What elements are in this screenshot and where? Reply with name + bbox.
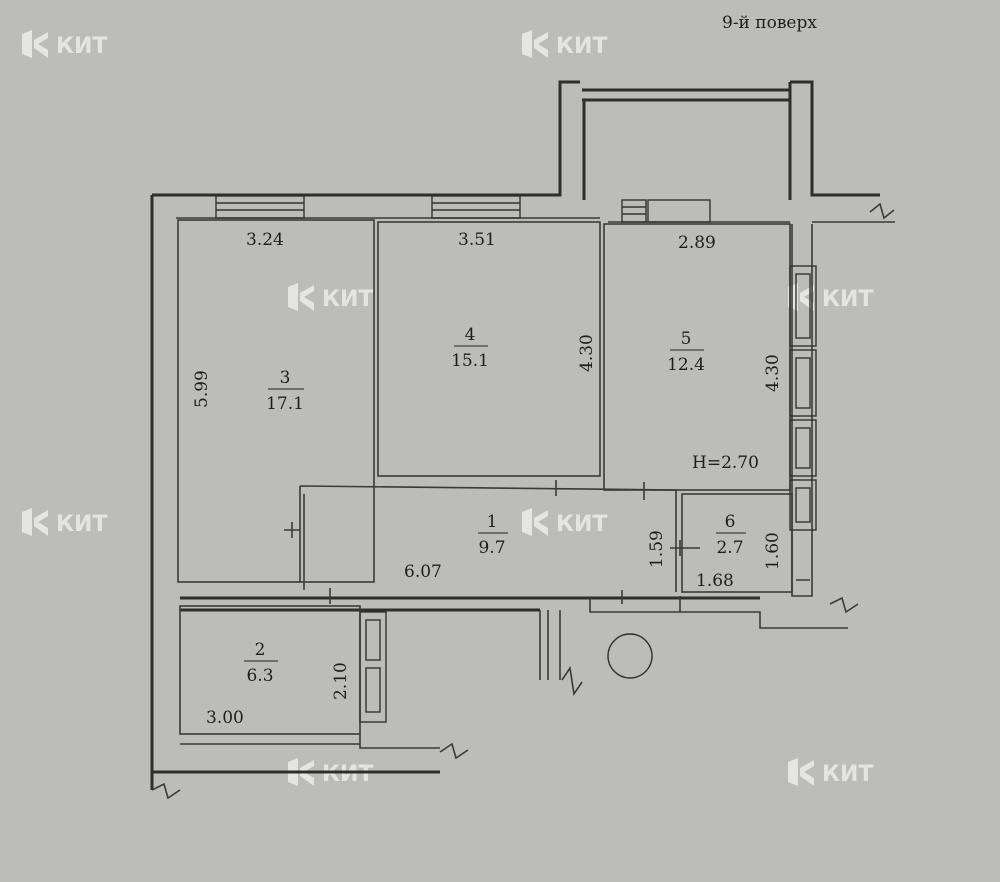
room-4-walls — [377, 221, 601, 477]
balcony-wall — [558, 82, 792, 200]
room-label-2: 2 6.3 — [244, 640, 278, 686]
room-label-1: 1 9.7 — [478, 512, 508, 558]
room-number: 6 — [725, 512, 736, 532]
radiator — [789, 265, 817, 531]
corridor-walls — [299, 485, 677, 592]
window — [215, 195, 305, 219]
kit-logo-icon — [22, 508, 48, 536]
dimension-corridor-length: 6.07 — [404, 562, 442, 582]
watermark-logo: КИТ — [288, 758, 373, 787]
watermark-text: КИТ — [322, 762, 373, 787]
dimension-room3-depth: 5.99 — [192, 370, 212, 408]
ventilation-shaft — [359, 611, 387, 723]
watermark-logo: КИТ — [22, 508, 107, 537]
door — [647, 199, 711, 223]
room-number: 2 — [255, 640, 266, 660]
room-area: 17.1 — [266, 394, 304, 414]
watermark-group: КИТ КИТ КИТ КИТ КИТ КИТ КИТ КИТ — [22, 30, 873, 787]
watermark-text: КИТ — [556, 34, 607, 59]
dimension-room2-width: 3.00 — [206, 708, 244, 728]
watermark-logo: КИТ — [788, 758, 873, 787]
pipe-circle — [607, 633, 653, 679]
watermark-text: КИТ — [556, 512, 607, 537]
watermark-text: КИТ — [822, 287, 873, 312]
watermark-text: КИТ — [56, 34, 107, 59]
watermark-logo: КИТ — [288, 283, 373, 312]
room-area: 12.4 — [667, 355, 705, 375]
ceiling-height: H=2.70 — [692, 453, 759, 473]
kit-logo-icon — [788, 758, 814, 786]
room-area: 15.1 — [451, 351, 489, 371]
dimension-room6-width: 1.68 — [696, 571, 734, 591]
room-number: 5 — [681, 329, 692, 349]
dimension-room4-width: 3.51 — [458, 230, 496, 250]
dimension-room6-depth: 1.60 — [763, 532, 783, 570]
window — [431, 195, 521, 219]
room-number: 1 — [487, 512, 498, 532]
kit-logo-icon — [288, 283, 314, 311]
dimension-corridor-depth: 1.59 — [647, 530, 667, 568]
right-wall — [791, 221, 818, 597]
lower-wall — [589, 598, 848, 629]
kit-logo-icon — [522, 508, 548, 536]
watermark-text: КИТ — [56, 512, 107, 537]
room-number: 3 — [280, 368, 291, 388]
lower-wall — [180, 610, 561, 749]
watermark-logo: КИТ — [22, 30, 107, 59]
door-tick — [284, 480, 700, 612]
dimension-room5-width: 2.89 — [678, 233, 716, 253]
walls — [150, 80, 895, 800]
room-area: 2.7 — [716, 538, 743, 558]
dimension-room4-depth: 4.30 — [577, 334, 597, 372]
watermark-logo: КИТ — [522, 30, 607, 59]
kit-logo-icon — [22, 30, 48, 58]
watermark-text: КИТ — [822, 762, 873, 787]
kit-logo-icon — [788, 283, 814, 311]
break-mark — [151, 202, 895, 800]
dimension-room5-depth: 4.30 — [763, 354, 783, 392]
room-area: 6.3 — [246, 666, 273, 686]
dimension-room2-depth: 2.10 — [331, 662, 351, 700]
room-label-4: 4 15.1 — [451, 325, 489, 371]
room-number: 4 — [465, 325, 476, 345]
watermark-text: КИТ — [322, 287, 373, 312]
room-3-walls — [177, 219, 375, 583]
kit-logo-icon — [522, 30, 548, 58]
room-label-5: 5 12.4 — [667, 329, 705, 375]
floor-label: 9-й поверх — [722, 13, 817, 33]
room-label-6: 6 2.7 — [716, 512, 746, 558]
room-label-3: 3 17.1 — [266, 368, 304, 414]
watermark-logo: КИТ — [522, 508, 607, 537]
watermark-logo: КИТ — [788, 283, 873, 312]
room-area: 9.7 — [478, 538, 505, 558]
dimension-room3-width: 3.24 — [246, 230, 284, 250]
window — [621, 199, 647, 223]
